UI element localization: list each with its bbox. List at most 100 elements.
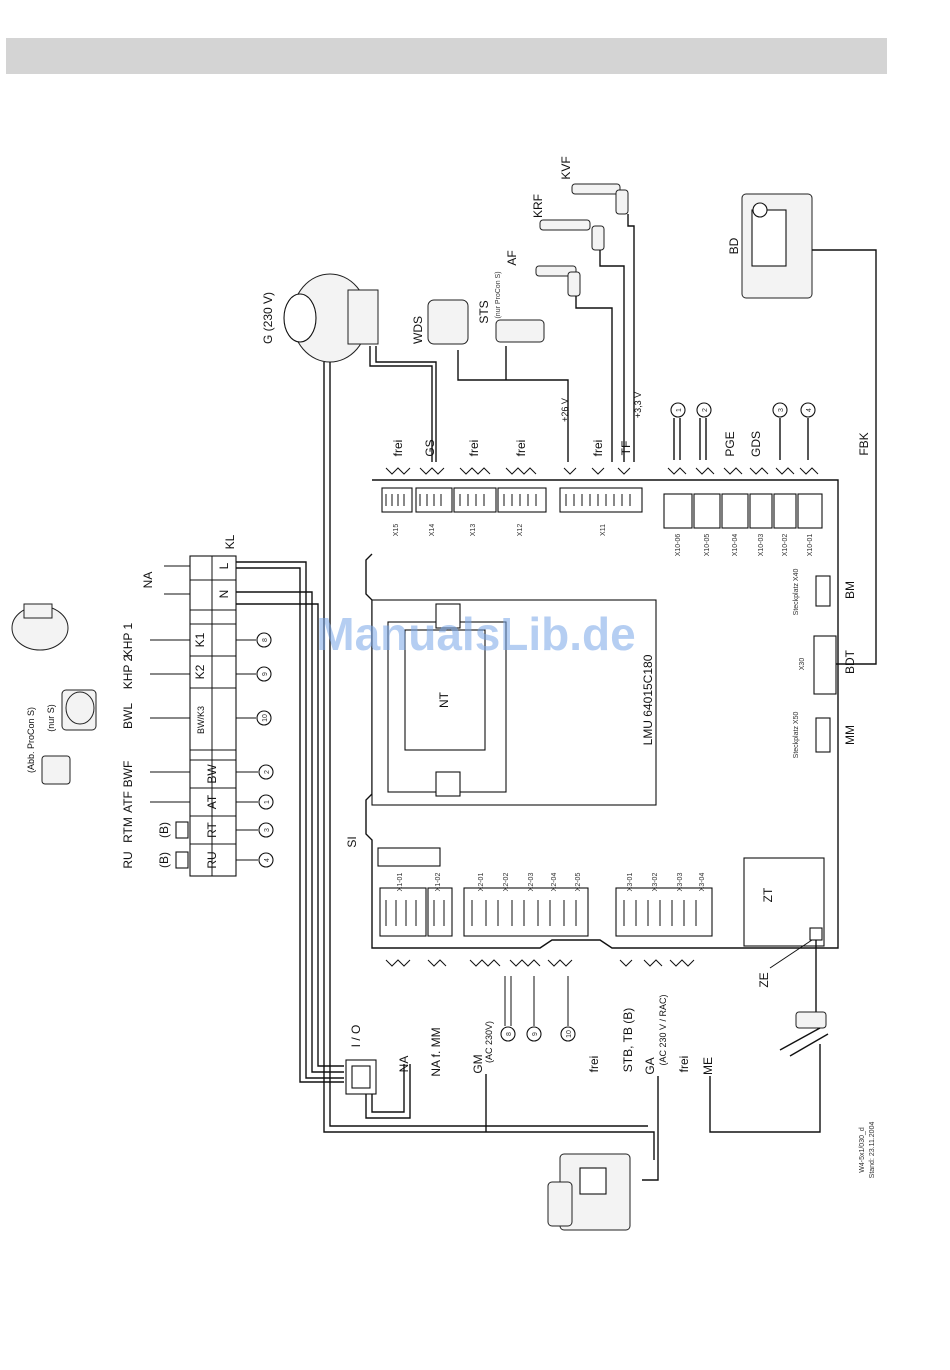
ru-b-label: (B) [157,852,171,868]
af-sensor [535,265,577,277]
bdt-label: BDT [843,649,857,674]
bwf-label: BWF [121,761,135,788]
ru-label: RU [121,851,135,868]
conn-x13: X13 [470,524,477,537]
io-switch [345,1059,411,1119]
ga-sub-label: (AC 230 V / RAC) [658,994,668,1065]
conn-x1-02: X1-02 [435,873,442,892]
nt-label: NT [437,691,451,708]
ga-label: GA [643,1057,657,1074]
wds-sensor [427,299,469,345]
conn-x11: X11 [600,524,607,536]
board-name: LMU 64015C180 [641,654,655,745]
sts-sensor [495,319,545,343]
conn-x3-02: X3-02 [652,873,659,892]
circle-1-text: 1 [676,408,683,412]
term-n: N [217,590,231,599]
mm-label: MM [843,725,857,745]
voltage-3-3v: +3,3 V [633,392,643,418]
sts-note: (nur ProCon S) [495,271,502,318]
rtm-b-label: (B) [157,822,171,838]
tb-circle-1: 1 [264,800,271,804]
circle-2-text: 2 [702,408,709,412]
conn-x14: X14 [429,524,436,537]
gm-label: GM [471,1054,485,1073]
bwl-label: BWL [121,703,135,729]
pump-icons [11,603,97,785]
conn-x3-04: X3-04 [699,873,706,892]
circle-4-text: 4 [806,408,813,412]
term-k1: K1 [193,632,207,647]
conn-x2-05: X2-05 [575,873,582,892]
term-bwk3: BW/K3 [196,706,206,734]
khp1-label: KHP 1 [121,622,135,657]
gm-sub-label: (AC 230V) [484,1021,494,1063]
fbk-label: FBK [857,432,871,455]
me-label: ME [701,1057,715,1075]
conn-x3-01: X3-01 [627,873,634,892]
conn-x12: X12 [517,524,524,537]
bottom-circle-9: 9 [532,1032,539,1036]
slot-x30: X30 [799,658,806,671]
bm-label: BM [843,581,857,599]
top-label-gds: GDS [749,431,763,457]
tb-circle-4: 4 [264,858,271,862]
conn-x10-02: X10-02 [782,534,789,557]
term-k2: K2 [193,664,207,679]
pump-note-nur-s: (nur S) [46,704,56,732]
conn-x15: X15 [393,524,400,537]
sts-label: STS [477,300,491,323]
bottom-circle-8: 8 [506,1032,513,1036]
slot-x50: Steckplatz X50 [793,712,800,759]
tb-circle-10: 10 [262,714,269,722]
conn-x1-01: X1-01 [397,873,404,892]
top-label-gs: GS [423,439,437,456]
top-label-frei-3: frei [514,440,528,457]
kl-label: KL [223,534,237,549]
af-label: AF [505,250,519,265]
top-label-frei-2: frei [467,440,481,457]
term-at: AT [205,794,219,809]
tb-circle-8: 8 [262,638,269,642]
slot-x40: Steckplatz X40 [793,569,800,616]
top-connectors: X15 X14 X13 X12 X11 [381,487,643,537]
tb-circle-3: 3 [264,828,271,832]
slots: Steckplatz X40 X30 Steckplatz X50 BM BDT… [793,569,857,759]
header-bar [6,38,887,74]
krf-label: KRF [531,194,545,218]
bd-label: BD [727,237,741,254]
kvf-label: KVF [559,156,573,179]
conn-x10-06: X10-06 [675,534,682,557]
ignition-electrode [779,1011,829,1057]
voltage-26v: +26 V [560,398,570,422]
electrode-icon [795,1011,827,1029]
top-label-pge: PGE [723,431,737,456]
top-labels: frei GS frei frei frei TF PGE GDS +26 V … [385,392,819,475]
rtm-label: RTM [121,817,135,843]
bottom-labels: I / O NA NA f. MM GM (AC 230V) frei STB,… [349,959,715,1077]
circle-3-text: 3 [778,408,785,412]
tb-circle-9: 9 [262,672,269,676]
gas-valve [547,1153,631,1231]
conn-x2-04: X2-04 [551,873,558,892]
term-ru: RU [205,851,219,868]
conn-x10-03: X10-03 [758,534,765,557]
stb-label: STB, TB (B) [621,1008,635,1072]
io-label: I / O [349,1025,363,1048]
krf-sensor [539,219,591,231]
pump-note-procon: (Abb. ProCon S) [26,707,36,773]
tb-circle-2: 2 [264,770,271,774]
top-label-frei-4: frei [591,440,605,457]
bottom-wiring [485,940,821,1181]
term-rt: RT [205,821,219,837]
watermark: ManualsLib.de [316,608,635,660]
conn-x10-04: X10-04 [732,534,739,557]
control-board: NT LMU 64015C180 ZT [365,479,839,949]
si-label: SI [345,836,359,847]
terminal-block: KL NA L N K1 K2 BW/K3 BW AT RT RU KHP 1 … [26,534,274,877]
na-term-label: NA [141,572,155,589]
g230-label: G (230 V) [261,292,275,344]
footer-code-2: Stand: 23.11.2004 [869,1122,876,1179]
footer-code-1: W4-5x1/030_d [859,1127,866,1173]
conn-x2-02: X2-02 [503,873,510,892]
